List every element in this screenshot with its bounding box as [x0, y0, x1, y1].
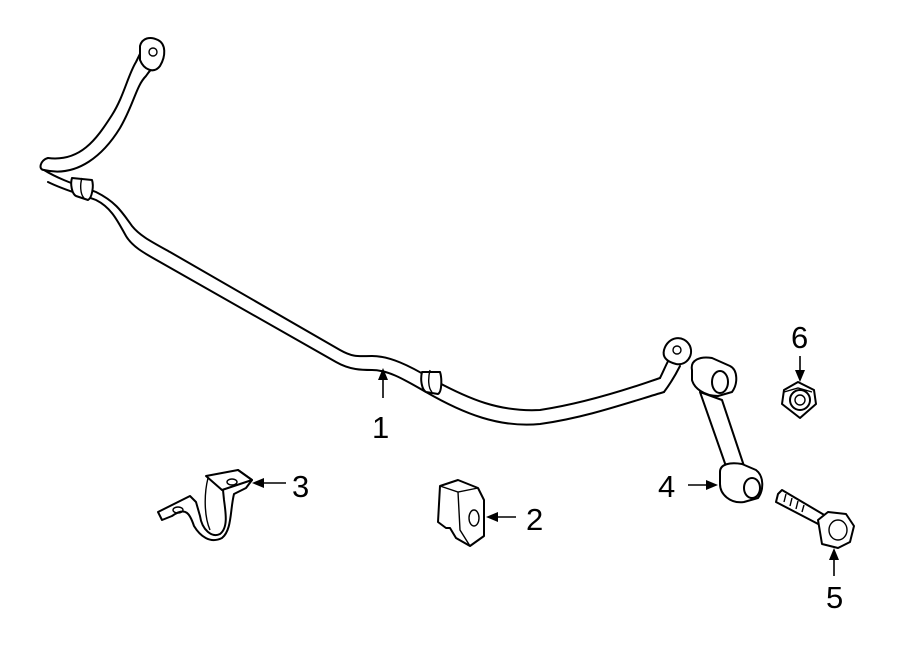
- callout-number-4: 4: [658, 469, 675, 504]
- nut-part: [781, 381, 817, 419]
- callout-arrow-6: [795, 356, 805, 382]
- callout-arrow-1: [378, 368, 388, 398]
- callout-arrow-3: [252, 478, 286, 488]
- callout-number-5: 5: [826, 580, 843, 615]
- callout-number-2: 2: [526, 502, 543, 537]
- callout-number-1: 1: [372, 410, 389, 445]
- stabilizer-link: [690, 356, 764, 504]
- bolt-part: [775, 489, 855, 549]
- bracket-part: [157, 469, 253, 542]
- callout-number-6: 6: [791, 320, 808, 355]
- callout-arrow-2: [486, 512, 516, 522]
- callout-arrow-5: [829, 548, 839, 576]
- bushing-part: [437, 479, 485, 547]
- callout-arrow-4: [688, 480, 718, 490]
- stabilizer-bar: [39, 37, 692, 426]
- callout-number-3: 3: [292, 469, 309, 504]
